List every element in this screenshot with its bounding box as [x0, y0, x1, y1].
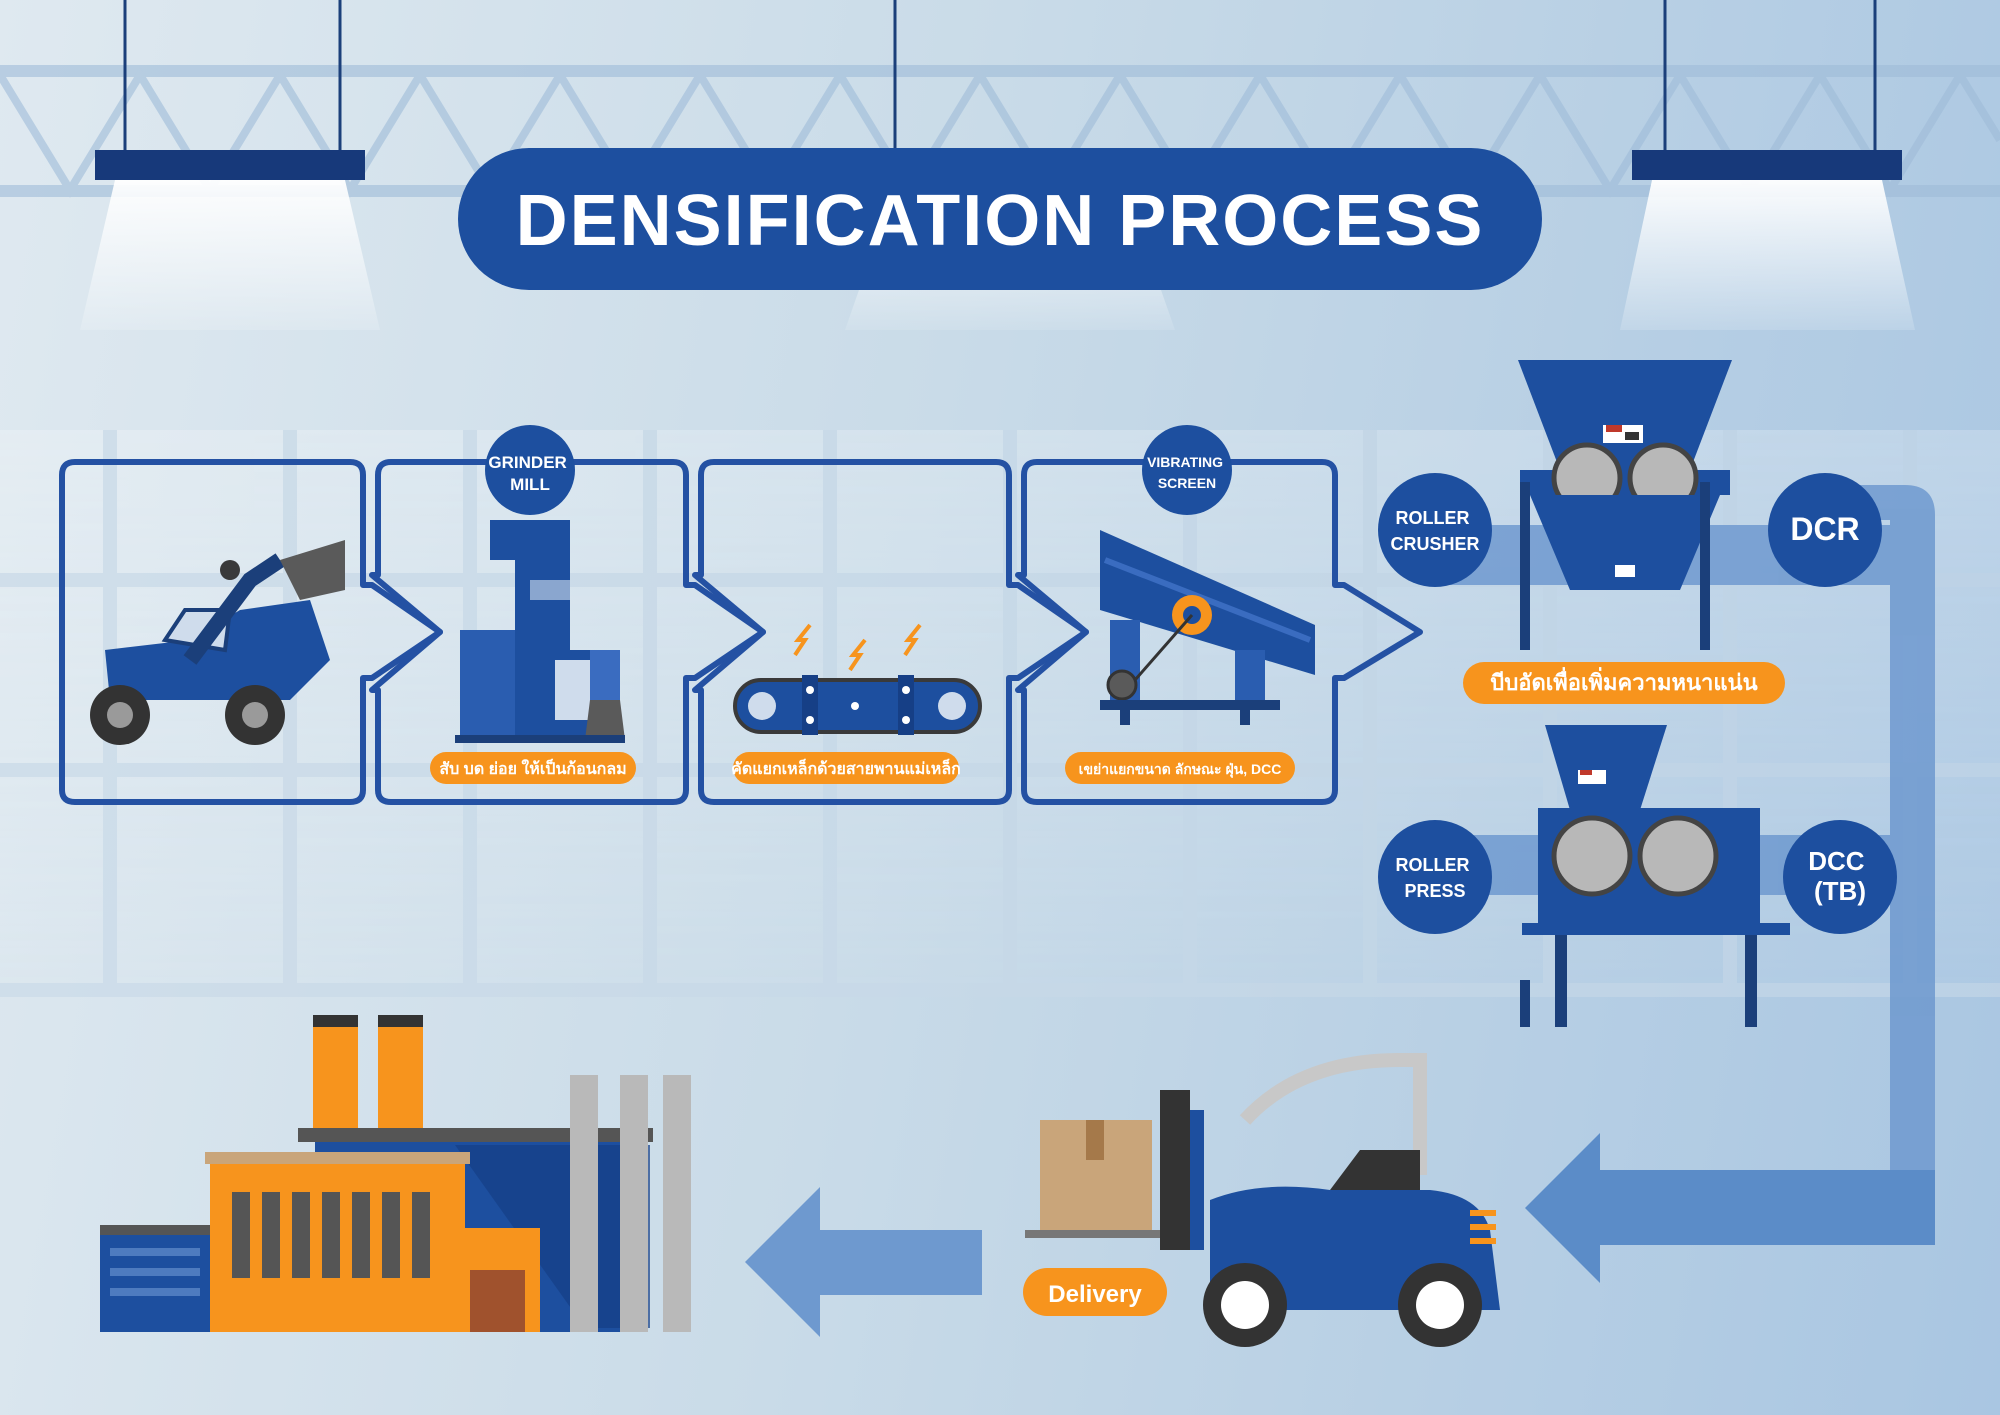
step3-caption: คัดแยกเหล็กด้วยสายพานแม่เหล็ก	[731, 752, 961, 784]
telehandler-loader-icon	[90, 540, 345, 745]
grinder-mill-icon	[455, 520, 625, 743]
step2-badge-line1: GRINDER	[488, 453, 566, 472]
delivery-badge: Delivery	[1023, 1268, 1167, 1316]
magnetic-conveyor-icon	[733, 623, 982, 735]
step2-caption-text: สับ บด ย่อย ให้เป็นก้อนกลม	[439, 757, 626, 778]
svg-text:ROLLER PRESS: ROLLER PRESS	[1395, 855, 1474, 901]
step2-caption: สับ บด ย่อย ให้เป็นก้อนกลม	[430, 752, 636, 784]
svg-text:GRINDER MILL: GRINDER MILL	[488, 453, 571, 494]
press-caption-text: บีบอัดเพื่อเพิ่มความหนาแน่น	[1490, 666, 1757, 695]
dcc-tb-badge: DCC (TB)	[1783, 820, 1897, 934]
roller-press-label-line1: ROLLER	[1395, 855, 1469, 875]
step2-badge: GRINDER MILL	[485, 425, 575, 515]
step3-caption-text: คัดแยกเหล็กด้วยสายพานแม่เหล็ก	[731, 757, 961, 778]
press-caption: บีบอัดเพื่อเพิ่มความหนาแน่น	[1463, 662, 1785, 704]
roller-crusher-label-line2: CRUSHER	[1390, 534, 1479, 554]
step2-badge-line2: MILL	[510, 475, 550, 494]
dcc-code-line1: DCC	[1808, 846, 1865, 876]
to-factory-arrow-icon	[745, 1187, 982, 1337]
title-banner: DENSIFICATION PROCESS	[458, 148, 1542, 290]
svg-text:DCC (TB): DCC (TB)	[1808, 846, 1872, 906]
svg-text:VIBRATING SCREEN: VIBRATING SCREEN	[1147, 454, 1227, 491]
process-flow-outline	[59, 459, 1423, 805]
ceiling-lamp-left	[80, 0, 380, 330]
roller-crusher-label-line1: ROLLER	[1395, 508, 1469, 528]
return-arrow-icon	[1525, 1133, 1935, 1283]
forklift-icon	[1025, 1053, 1500, 1347]
step4-caption-text: เขย่าแยกขนาด ลักษณะ ฝุ่น, DCC	[1079, 761, 1282, 778]
step4-caption: เขย่าแยกขนาด ลักษณะ ฝุ่น, DCC	[1065, 752, 1295, 784]
roller-press-machine	[1520, 725, 1790, 1027]
step4-badge: VIBRATING SCREEN	[1142, 425, 1232, 515]
roller-press-label-line2: PRESS	[1404, 881, 1465, 901]
dcr-code: DCR	[1790, 511, 1859, 547]
dcc-code-line2: (TB)	[1814, 876, 1866, 906]
step4-badge-line1: VIBRATING	[1147, 454, 1223, 470]
roller-crusher-machine	[1518, 360, 1732, 650]
dcr-badge: DCR	[1768, 473, 1882, 587]
ceiling-lamp-right	[1620, 0, 1915, 330]
roller-press-badge: ROLLER PRESS	[1378, 820, 1492, 934]
page-title: DENSIFICATION PROCESS	[516, 181, 1485, 261]
step4-badge-line2: SCREEN	[1158, 475, 1216, 491]
svg-text:ROLLER CRUSHER: ROLLER CRUSHER	[1390, 508, 1479, 554]
roller-crusher-badge: ROLLER CRUSHER	[1378, 473, 1492, 587]
factory-icon	[100, 1015, 691, 1332]
delivery-label: Delivery	[1048, 1281, 1142, 1308]
vibrating-screen-icon	[1100, 530, 1315, 725]
